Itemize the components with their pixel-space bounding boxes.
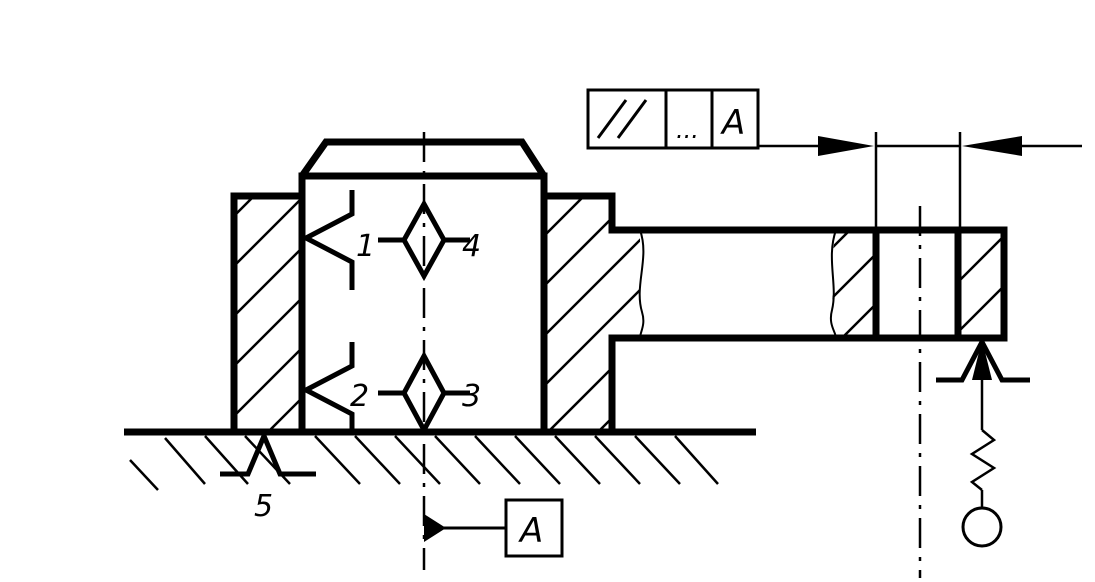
center-lines: [422, 132, 922, 578]
part-outline: [124, 138, 1008, 436]
clamp-symbol-1: [300, 190, 355, 290]
break-lines: [638, 229, 837, 339]
centering-symbol-4: [378, 198, 470, 282]
left-wall-hatch: [234, 196, 302, 432]
marker-2: 2: [350, 379, 369, 414]
marker-1: 1: [356, 229, 375, 264]
centering-symbol-3: [378, 350, 470, 436]
feature-control-frame: ... A: [586, 88, 760, 150]
ground-hatch: [129, 435, 719, 491]
arm-hatch: [831, 230, 1004, 338]
tolerance-value: ...: [676, 116, 699, 144]
datum-reference-letter: A: [720, 103, 745, 143]
clamp-symbol-2: [300, 342, 355, 432]
arrow-left-head: [962, 136, 1022, 156]
arrow-right-head: [818, 136, 874, 156]
datum-symbol: A: [424, 498, 564, 558]
support-symbol-5: [220, 429, 316, 477]
dial-indicator-icon: [961, 506, 1003, 548]
marker-4: 4: [462, 229, 481, 264]
datum-letter: A: [518, 511, 543, 551]
marker-3: 3: [462, 379, 481, 414]
marker-5: 5: [254, 489, 273, 524]
probe-arrow: [961, 340, 1003, 548]
